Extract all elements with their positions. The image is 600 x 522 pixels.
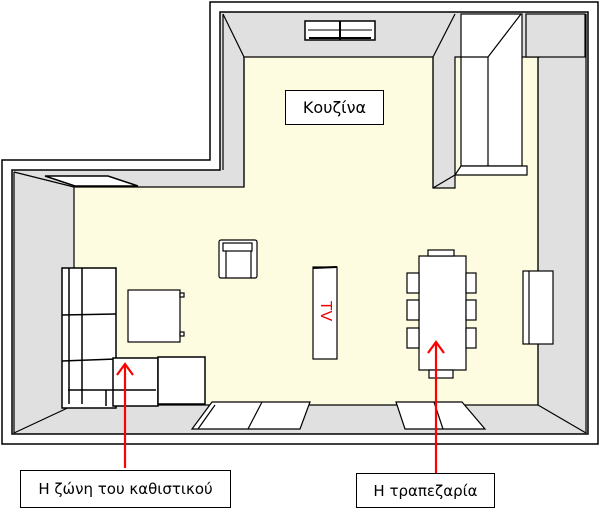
- tall-cabinet: [460, 13, 586, 167]
- sideboard: [522, 270, 554, 345]
- arrow-living: [116, 362, 134, 468]
- window-top: [304, 20, 376, 41]
- sofa: [61, 267, 159, 409]
- callout-dining-area: Η τραπεζαρία: [356, 473, 495, 508]
- arrow-dining: [427, 340, 445, 473]
- window-left: [44, 175, 139, 187]
- kitchen-label: Κουζίνα: [285, 90, 384, 125]
- armchair: [218, 239, 258, 279]
- coffee-table: [127, 289, 185, 343]
- callout-living-area: Η ζώνη του καθιστικού: [20, 470, 231, 508]
- side-cabinet: [157, 356, 206, 405]
- tv-label: TV: [317, 300, 334, 322]
- window-bottom-left: [190, 401, 311, 430]
- tv-stand: [312, 266, 338, 360]
